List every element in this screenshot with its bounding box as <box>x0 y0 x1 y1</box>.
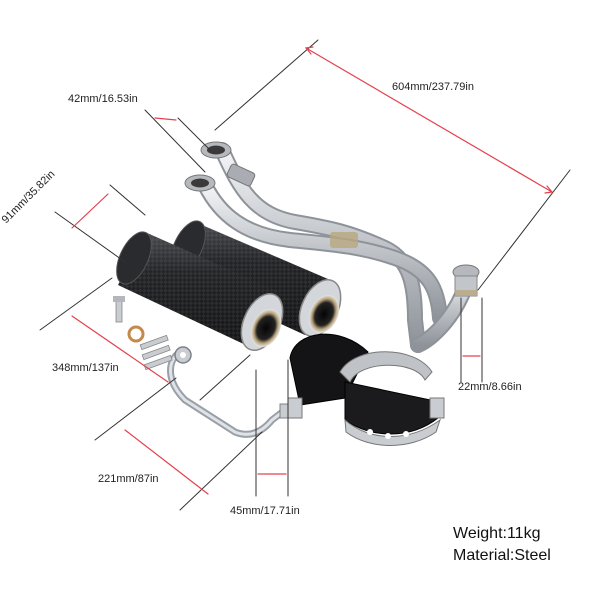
header-pipes <box>184 141 480 353</box>
muffler-length-dimension-label: 348mm/137in <box>52 362 119 374</box>
weight-spec: Weight:11kg <box>453 525 541 542</box>
mounting-bracket <box>167 346 291 438</box>
bracket-length-dimension-label: 221mm/87in <box>98 473 159 485</box>
dimension-lines <box>39 39 571 511</box>
pipe-outlet-dimension-label: 42mm/16.53in <box>68 93 138 105</box>
tip-diameter-dimension-label: 45mm/17.71in <box>230 505 300 517</box>
muffler-clamps <box>287 333 445 446</box>
mounting-hardware <box>113 296 173 371</box>
inlet-diameter-dimension-label: 22mm/8.66in <box>458 381 522 393</box>
material-spec: Material:Steel <box>453 547 551 564</box>
overall-length-dimension-label: 604mm/237.79in <box>392 81 474 93</box>
muffler-front <box>116 231 284 351</box>
